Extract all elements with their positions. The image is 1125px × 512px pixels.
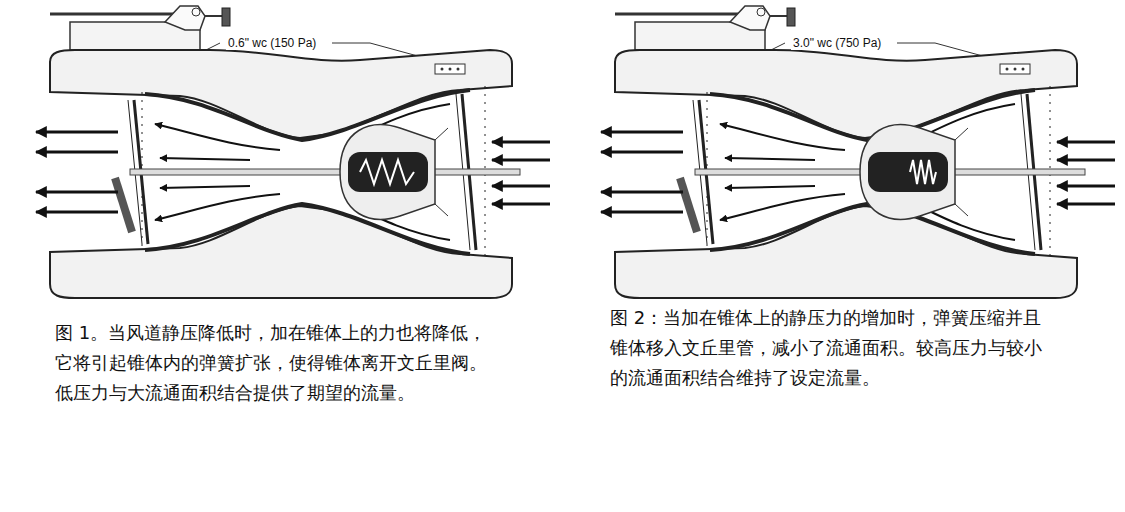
pressure-label: 0.6" wc (150 Pa)	[226, 36, 318, 50]
pressure-label: 3.0" wc (750 Pa)	[791, 36, 883, 50]
figure-caption: 图 2：当加在锥体上的静压力的增加时，弹簧压缩并且锥体移入文丘里管，减小了流通面…	[610, 303, 1055, 393]
figure-caption: 图 1。当风道静压降低时，加在锥体上的力也将降低，它将引起锥体内的弹簧扩张，使得…	[55, 318, 500, 408]
